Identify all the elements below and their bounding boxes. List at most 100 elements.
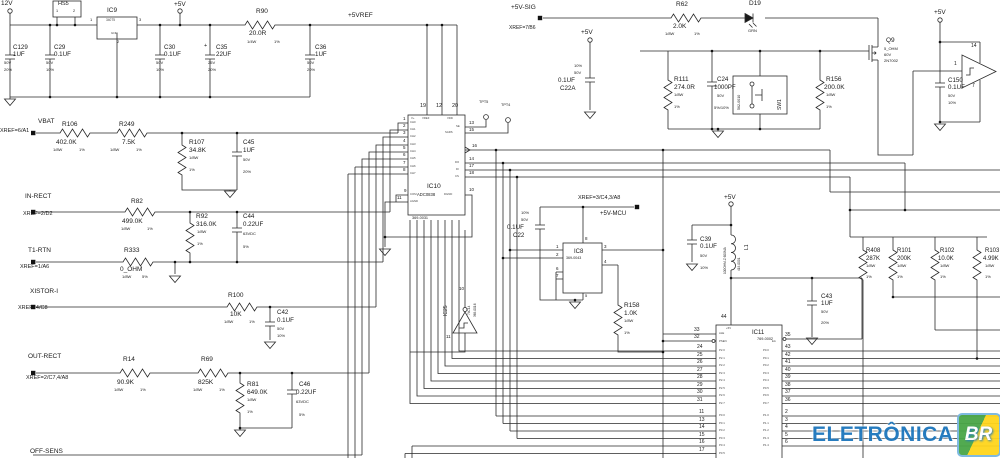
ic10-p9: 9 (404, 188, 407, 193)
r90-tol: 1% (274, 39, 280, 44)
ic11-lbl-p24: P2.4 (719, 378, 725, 382)
r92-w: 1/8W (197, 229, 207, 234)
junction-dots (48, 23, 979, 430)
r81-w: 1/8W (247, 397, 257, 402)
c129-ref: C129 (13, 44, 28, 51)
r100-tol: 1% (249, 319, 255, 324)
ic10-p4: 4 (403, 138, 406, 143)
c39-ref: C39 (700, 236, 712, 243)
r158-val: 1.0K (624, 310, 638, 317)
c39-tol: 10% (700, 265, 709, 270)
r90-val: 20.0R (249, 30, 267, 37)
c43-ref: C43 (821, 293, 833, 300)
xref-mcu: XREF=3/C4,3/A8 (578, 195, 621, 201)
ic11-p42: 42 (785, 351, 791, 358)
c22a-v: 50V (574, 70, 582, 75)
ic10-p5: 5 (403, 145, 406, 150)
ic11-lbl-p30: P3.0 (719, 413, 725, 417)
ic11-lbl-p35: P3.5 (719, 450, 725, 455)
net-5v-right: +5V (934, 9, 946, 16)
wires-sig-led-q9 (543, 12, 962, 156)
ic8-p4: 4 (604, 258, 607, 264)
ic11-p32: 32 (694, 334, 700, 340)
ic10-lbl-vp: V+ (411, 116, 415, 120)
l1-spec: 100OHM-Z 600MA (723, 247, 727, 274)
ic10-p2: 2 (403, 123, 406, 128)
ic11-lbl-p13: P1.3 (763, 435, 769, 440)
ic11-p11: 11 (699, 409, 705, 415)
r62-val: 2.0K (673, 23, 687, 30)
c24-v: 50V (717, 93, 725, 98)
ic11-lbl-5v: +5V (726, 326, 732, 330)
ic11-p39: 39 (785, 374, 791, 380)
ic8-p6: 6 (556, 265, 559, 271)
sw1-switch-icon (732, 75, 788, 115)
ic11-p35: 35 (785, 332, 791, 338)
ic11-p33: 33 (694, 327, 700, 333)
r103-tol: 1% (985, 274, 991, 279)
r249-tol: 1% (136, 147, 142, 152)
sw1-ref: SW1 (777, 99, 783, 110)
ic9-pin2: 2 (117, 39, 120, 44)
r92-tol: 1% (197, 241, 203, 246)
xref-xistor: XREF=4/C8 (18, 305, 48, 311)
ic11-p29: 29 (697, 381, 703, 388)
hs5-pin1: 1 (56, 9, 59, 13)
ic11-lbl-p21: P2.1 (719, 355, 725, 360)
r106-w: 1/8W (53, 147, 63, 152)
r92-ref: R92 (196, 213, 208, 220)
c43-val: 1UF (821, 300, 833, 307)
c22a-tol: 10% (574, 63, 583, 68)
ic10-lbl-vref: VREF (422, 116, 430, 120)
r81-tol: 1% (247, 409, 253, 414)
net-5vmcu: +5V-MCU (600, 211, 627, 217)
c150-tol: 10% (948, 100, 957, 105)
ic11-lbl-p03: P0.3 (763, 370, 769, 375)
ic11-p6: 6 (785, 439, 788, 445)
c150-ref: C150 (948, 77, 963, 84)
c29-ref: C29 (54, 44, 66, 51)
ic11-lbl-p05: P0.5 (763, 385, 769, 390)
ic25-ref: IC25 (443, 305, 449, 316)
r333-w: 1/8W (122, 274, 132, 279)
r62-w: 1/8W (665, 31, 675, 36)
c36-v: 50V (307, 60, 315, 65)
c22a-val: 0.1UF (558, 77, 575, 84)
c129-v: 50V (4, 60, 12, 65)
wires-ic10 (384, 114, 1000, 439)
net-square-terminals (31, 15, 640, 376)
r90-ref: R90 (256, 8, 268, 15)
ic11-lbl-p33: P3.3 (719, 435, 725, 440)
ic10-p11: 11 (397, 195, 402, 200)
r249-w: 1/8W (110, 147, 120, 152)
ic9-pin1: 1 (90, 17, 93, 22)
xref-vbat: XREF=6/A1 (0, 128, 30, 134)
r81-val: 649.0K (247, 389, 268, 396)
ea-bubble (782, 337, 787, 341)
net-5v-l1: +5V (724, 194, 736, 201)
c46-ref: C46 (299, 381, 311, 388)
ic11-p40: 40 (785, 366, 791, 373)
ic10-p8: 8 (403, 167, 406, 172)
c46-v: 63VDC (296, 399, 309, 404)
r333-tol: 5% (142, 274, 148, 279)
ic11-p13: 13 (699, 416, 705, 423)
c42-tol: 10% (277, 333, 286, 338)
ic11-lbl-p25: P2.5 (719, 385, 725, 390)
ic8-p1: 1 (556, 243, 559, 249)
ic11-lbl-p01: P0.1 (763, 355, 769, 360)
r249-val: 7.5K (122, 139, 136, 146)
c150-val: 0.1UF (948, 84, 965, 91)
r101-val: 200K (897, 256, 912, 262)
c45-ref: C45 (243, 139, 255, 146)
c24-val: 1000PF (714, 84, 736, 91)
r82-tol: 1% (147, 226, 153, 231)
ic10-p15: 15 (469, 126, 475, 132)
c35-val: 22UF (216, 51, 232, 58)
ic10-lbl-ch4: CH4 (410, 149, 416, 153)
wires-l1-c43 (691, 206, 863, 340)
r102-w: 1/8W (940, 263, 950, 268)
r101-tol: 1% (897, 274, 903, 279)
net-outrect: OUT-RECT (28, 353, 62, 360)
c22-v: 50V (521, 217, 529, 222)
